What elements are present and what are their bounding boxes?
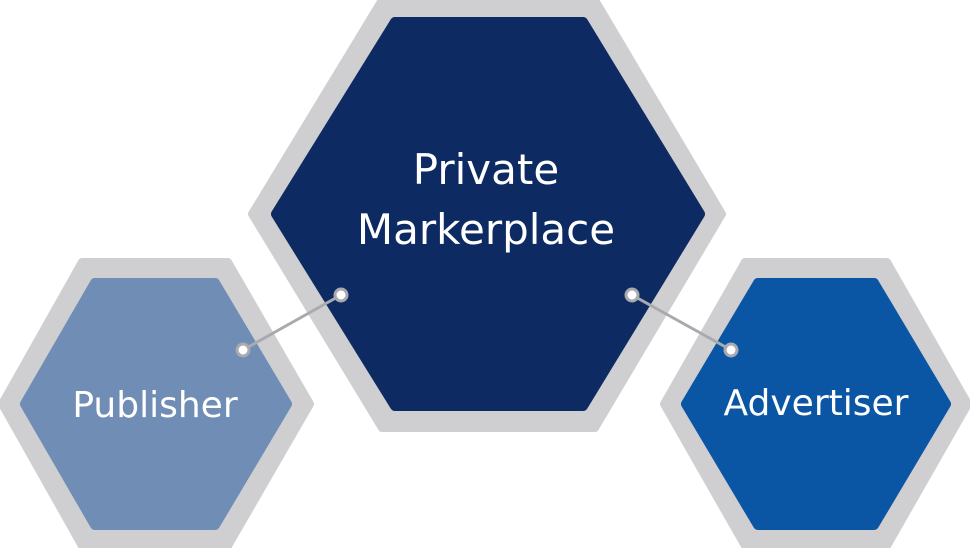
center-hexagon-label-line-1: Private <box>413 145 559 194</box>
connector-center-advertiser <box>624 287 739 358</box>
publisher-hexagon-fill <box>20 278 292 530</box>
center-hexagon-fill <box>271 17 705 411</box>
connector-line-right <box>631 293 732 352</box>
publisher-hexagon-node: Publisher <box>0 258 314 548</box>
connector-center-publisher <box>235 287 349 358</box>
connector-dot-center-right <box>624 287 640 303</box>
advertiser-hexagon-fill <box>681 278 951 530</box>
connector-dot-center-left <box>333 287 349 303</box>
publisher-label: Publisher <box>72 385 237 426</box>
advertiser-label: Advertiser <box>724 383 909 424</box>
center-hexagon-label-line-2: Markerplace <box>357 205 615 254</box>
connector-line-left <box>242 293 342 352</box>
connector-dot-publisher <box>235 342 251 358</box>
center-hexagon-node: Private Markerplace <box>248 0 726 432</box>
advertiser-hexagon-node: Advertiser <box>660 258 970 548</box>
connector-dot-advertiser <box>723 342 739 358</box>
